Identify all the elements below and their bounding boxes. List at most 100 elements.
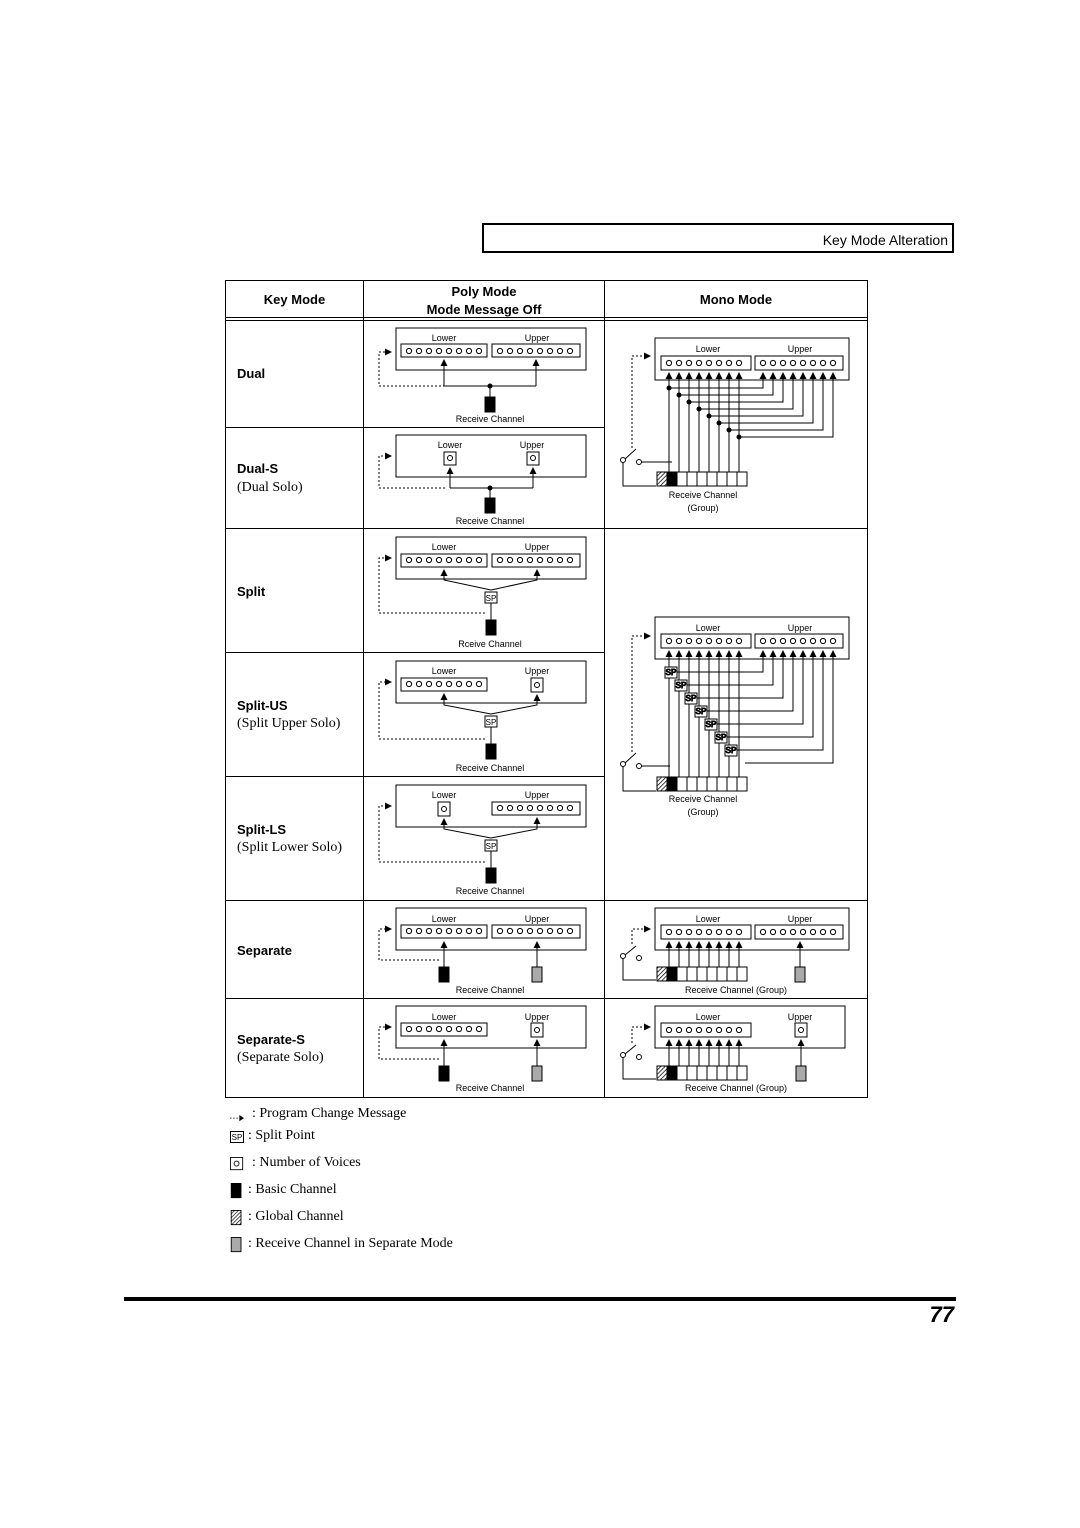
voice-circle (779, 928, 787, 936)
svg-text:(Group): (Group) (687, 807, 718, 817)
voice-circle (516, 556, 524, 564)
voice-circles (405, 347, 483, 355)
voice-circle (435, 556, 443, 564)
voice-circle (425, 556, 433, 564)
voice-circle (465, 1025, 473, 1033)
page-number: 77 (929, 1302, 954, 1327)
voice-circle (566, 556, 574, 564)
svg-text:Receive Channel: Receive Channel (456, 985, 525, 995)
channel-cell (706, 471, 718, 487)
voice-circle (675, 928, 683, 936)
channel-line (685, 650, 777, 686)
voice-circle (415, 927, 423, 935)
voice-circle (829, 637, 837, 645)
channel-line (715, 650, 807, 725)
voice-circle (435, 927, 443, 935)
header-poly-mode: Poly Mode (451, 284, 517, 299)
voice-icon (230, 1157, 244, 1171)
voice-circle (465, 556, 473, 564)
channel-line (699, 372, 797, 410)
channel-line (735, 650, 827, 751)
voice-circle (405, 556, 413, 564)
channel-cell (726, 471, 738, 487)
voice-circle (769, 637, 777, 645)
channel-cell (736, 966, 748, 982)
channel-cell (676, 776, 688, 792)
diagram-split-ls: Lower Upper SP Receive Channel (378, 784, 587, 896)
channel-cell (676, 471, 688, 487)
voice-circle (445, 556, 453, 564)
channel-cell (686, 966, 698, 982)
legend-split-point: : Split Point (248, 1128, 315, 1143)
voice-circle (506, 927, 514, 935)
voice-circle (425, 1025, 433, 1033)
voice-circle (475, 927, 483, 935)
voice-circle (445, 680, 453, 688)
svg-text:Upper: Upper (788, 344, 813, 354)
split-point (704, 718, 718, 731)
svg-text:Upper: Upper (525, 666, 550, 676)
voice-circle (405, 347, 413, 355)
voice-circle (465, 347, 473, 355)
voice-circle (475, 680, 483, 688)
voice-circle (685, 1026, 693, 1034)
svg-text:Lower: Lower (432, 542, 457, 552)
diagram-mono-separate-s: Lower Upper Receive Channel (Group) (620, 1005, 846, 1093)
channel-cell (706, 966, 718, 982)
voice-circle (455, 927, 463, 935)
channel-cell (716, 471, 728, 487)
channel-cell (676, 966, 688, 982)
voice-circle (496, 804, 504, 812)
section-header: Key Mode Alteration (482, 223, 954, 253)
voice-circle (685, 928, 693, 936)
voice-circle (536, 347, 544, 355)
svg-text:Lower: Lower (696, 1012, 721, 1022)
section-title: Key Mode Alteration (822, 232, 948, 248)
channel-line (669, 372, 767, 389)
voice-circle (759, 928, 767, 936)
voice-circle (425, 680, 433, 688)
voice-circle (455, 556, 463, 564)
voice-circle (715, 359, 723, 367)
voice-circle (465, 927, 473, 935)
channel-cell (706, 1065, 718, 1081)
svg-text:Receive Channel: Receive Channel (456, 1083, 525, 1093)
global-channel (656, 776, 668, 792)
row-label-split-ls: Split-LS (237, 822, 287, 837)
voice-circle (829, 928, 837, 936)
basic-channel (484, 497, 496, 514)
voice-circle (475, 347, 483, 355)
voice-circle (779, 359, 787, 367)
svg-text:Lower: Lower (432, 666, 457, 676)
voice-circle (516, 804, 524, 812)
voice-circle (705, 637, 713, 645)
voice-circle (675, 359, 683, 367)
voice-circle (759, 359, 767, 367)
row-sub-split-us: (Split Upper Solo) (237, 716, 341, 731)
voice-circle (506, 347, 514, 355)
basic-channel (485, 619, 497, 636)
voice-circle (735, 928, 743, 936)
voice-circle (715, 928, 723, 936)
voice-circle (465, 680, 473, 688)
legend-program-change: : Program Change Message (252, 1106, 407, 1121)
voice-circle (725, 359, 733, 367)
diagram-mono-separate: Lower Upper Receive Channel (Group) (620, 907, 850, 995)
voice-circle (769, 359, 777, 367)
voice-circle (556, 804, 564, 812)
channel-cell (736, 1065, 748, 1081)
diagram-separate: Lower Upper Receive Channel (378, 907, 587, 995)
svg-text:Lower: Lower (696, 344, 721, 354)
voice-circle (415, 347, 423, 355)
legend-number-of-voices: : Number of Voices (252, 1155, 361, 1170)
diagram-separate-s: Lower Upper Receive Channel (378, 1005, 587, 1093)
split-point (694, 705, 708, 718)
voice-circle (566, 804, 574, 812)
voice-circle (695, 637, 703, 645)
global-channel-icon (230, 1210, 242, 1226)
row-label-dual-s: Dual-S (237, 461, 279, 476)
diagram-lower-label: Lower (432, 333, 457, 343)
channel-cell (696, 471, 708, 487)
voice-circle (556, 556, 564, 564)
channel-cell (716, 1065, 728, 1081)
